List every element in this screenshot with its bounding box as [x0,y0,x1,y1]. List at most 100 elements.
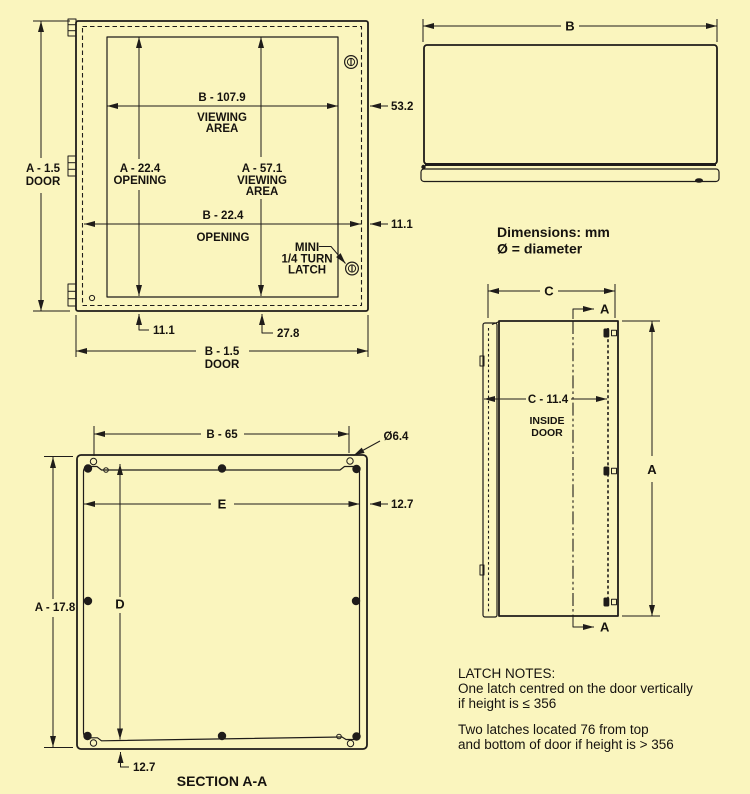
section-top-label: A [600,302,610,317]
enclosure-body-top [423,44,718,165]
corner-hole-top-right [346,457,354,465]
panel-mounting-studs [83,464,361,741]
opening-width-label: B - 22.4 [203,210,245,222]
panel-inset-bottom-label: 12.7 [133,762,155,774]
dim-door-width: B - 1.5 DOOR [75,315,369,371]
viewing-width-sublabel1: VIEWING [197,112,247,124]
latch-note1-line2: if height is ≤ 356 [458,696,556,711]
dim-viewing-width: B - 107.9 VIEWING AREA [107,92,338,135]
viewing-height-label: A - 57.1 [242,163,283,175]
dim-door-height: A - 1.5 DOOR [26,20,70,312]
hinge-knuckle-top [479,355,485,367]
dim-panel-height: D [115,464,125,740]
latch-notes: LATCH NOTES: One latch centred on the do… [458,666,693,752]
panel-inset-right-label: 12.7 [391,499,413,511]
viewing-height-sublabel1: VIEWING [237,175,287,187]
dim-stud-span: B - 65 [93,426,350,456]
hinge-top [67,18,77,37]
dim-inside-door: C - 11.4 [484,394,607,406]
panel-stud-bottom [603,597,617,607]
dim-hole-callout: Ø6.4 [353,431,410,456]
latch-note1-line1: One latch centred on the door vertically [458,681,693,696]
dim-flange-side: 11.1 [370,219,413,231]
viewing-height-sublabel2: AREA [246,186,279,198]
latch-dot [695,178,703,183]
viewing-window-outline [106,36,339,298]
dim-opening-width: B - 22.4 OPENING [84,210,361,244]
door-height-label: A - 1.5 [26,163,61,175]
inside-depth-label: C - 11.4 [528,394,569,406]
top-width-label: B [565,19,574,34]
diameter-note: Ø = diameter [497,241,583,257]
quarter-turn-latch-top-icon [344,54,359,69]
section-arrow-top: A [572,302,610,319]
door-height-sublabel: DOOR [26,176,61,188]
depth-label: C [544,284,554,299]
units-note: Dimensions: mm [497,224,610,240]
top-view: B [420,19,720,183]
small-hole-bottom-right [336,733,342,740]
latch-callout-line1: MINI [295,242,319,254]
panel-height-label: D [115,597,124,612]
side-height-label: A [647,462,657,477]
dim-latch-offset: 27.8 [259,314,300,340]
hinge-dot [421,164,426,170]
door-width-sublabel: DOOR [205,359,240,371]
dim-flange-top: 53.2 [370,101,413,113]
quarter-turn-latch-bottom-icon [345,261,360,276]
viewing-width-label: B - 107.9 [198,92,245,104]
corner-hole-top-left [89,457,98,466]
door-gasket-dashed [81,25,363,307]
dim-panel-width: E [84,497,360,512]
section-height-label: A - 17.8 [35,602,76,614]
hinge-bottom [67,283,77,307]
section-caption: SECTION A-A [177,773,267,789]
legend: Dimensions: mm Ø = diameter [497,224,610,257]
viewing-width-sublabel2: AREA [206,123,239,135]
dim-opening-height: A - 22.4 OPENING [113,37,167,296]
dim-viewing-height: A - 57.1 VIEWING AREA [237,37,287,296]
latch-notes-title: LATCH NOTES: [458,666,555,681]
hole-dia-label: Ø6.4 [384,431,410,443]
dim-side-height: A [622,320,660,617]
opening-width-sublabel: OPENING [196,232,249,244]
stud-span-label: B - 65 [206,429,238,441]
corner-hole-bottom-right [346,739,355,748]
door-ground-stud-hole [88,294,96,302]
small-hole-top-left [103,467,109,473]
corner-hole-bottom-left [89,739,98,747]
section-arrow-bottom: A [572,616,610,635]
inside-door-label2: DOOR [531,427,563,439]
dim-hinge-offset: 11.1 [136,314,175,337]
section-bottom-label: A [600,620,610,635]
flange-side-label: 11.1 [391,219,413,231]
panel-stud-middle [603,466,617,476]
dim-depth: C [487,284,616,318]
dim-panel-inset-bottom: 12.7 [117,752,155,774]
panel-stud-top [603,328,617,338]
opening-height-label: A - 22.4 [120,163,161,175]
latch-note2-line2: and bottom of door if height is > 356 [458,737,674,752]
section-view: B - 65 Ø6.4 E [35,426,413,789]
inside-door-label1: INSIDE [529,415,564,427]
latch-callout: MINI 1/4 TURN LATCH [281,242,346,277]
panel-width-label: E [218,497,227,512]
hinge-offset-label: 11.1 [153,325,175,337]
door-profile [482,322,498,618]
body-profile [498,320,619,617]
front-view: A - 1.5 DOOR B - 107.9 VIEWING AREA A - … [26,18,413,371]
door-edge-top [420,168,720,183]
flange-top-label: 53.2 [391,101,413,113]
dim-top-width: B [422,19,718,42]
latch-callout-line2: 1/4 TURN [281,254,332,266]
side-view: C A C - 11.4 INSIDE DO [479,284,660,635]
dim-panel-inset-right: 12.7 [370,499,413,511]
opening-height-sublabel: OPENING [113,175,166,187]
door-width-label: B - 1.5 [205,346,240,358]
hinge-middle [67,155,77,177]
hinge-knuckle-bottom [479,564,485,576]
latch-offset-label: 27.8 [277,328,300,340]
enclosure-back-outline [76,454,368,750]
